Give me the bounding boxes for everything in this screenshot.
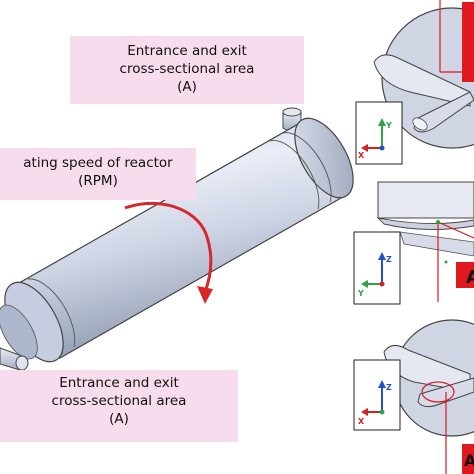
detail-view-3: A: [383, 319, 474, 474]
detail-view-1: [373, 0, 474, 149]
axis-triad-1: Y X: [355, 101, 403, 165]
axis-label-x: X: [358, 417, 365, 426]
label-top-line3: (A): [177, 79, 197, 95]
callout-edge-top: [462, 2, 474, 82]
axis-label-y: Y: [357, 289, 364, 298]
callout-box-bottom: [462, 444, 474, 474]
label-bottom-line3: (A): [109, 411, 129, 427]
axis-label-z: Z: [386, 383, 392, 392]
label-top-line2: cross-sectional area: [119, 61, 255, 77]
label-bottom-line2: cross-sectional area: [51, 393, 187, 409]
axis-label-z: Z: [386, 255, 392, 264]
axis-triad-3: Z X: [353, 359, 401, 431]
axis-label-y: Y: [385, 121, 392, 130]
label-top-area: Entrance and exit cross-sectional area (…: [70, 36, 304, 104]
label-rotation-speed: ating speed of reactor (RPM): [0, 148, 196, 200]
reactor-cylinder: [0, 107, 354, 371]
label-rotation-line2: (RPM): [78, 173, 118, 189]
detail-view-2: A: [376, 181, 474, 302]
callout-box-middle: [456, 262, 474, 288]
detail-panels: A A: [373, 0, 474, 474]
right-end-cap: [294, 117, 354, 199]
label-top-line1: Entrance and exit: [127, 43, 247, 59]
label-bottom-line1: Entrance and exit: [59, 375, 179, 391]
label-bottom-area: Entrance and exit cross-sectional area (…: [0, 370, 238, 442]
bottom-nozzle: [0, 347, 29, 371]
axis-triad-2: Z Y: [353, 231, 401, 305]
label-rotation-line1: ating speed of reactor: [23, 155, 173, 171]
callout-letter-bottom: A: [464, 451, 474, 470]
axis-label-x: X: [358, 151, 365, 160]
callout-letter-middle: A: [466, 267, 474, 288]
rotation-arrow: [124, 201, 213, 304]
